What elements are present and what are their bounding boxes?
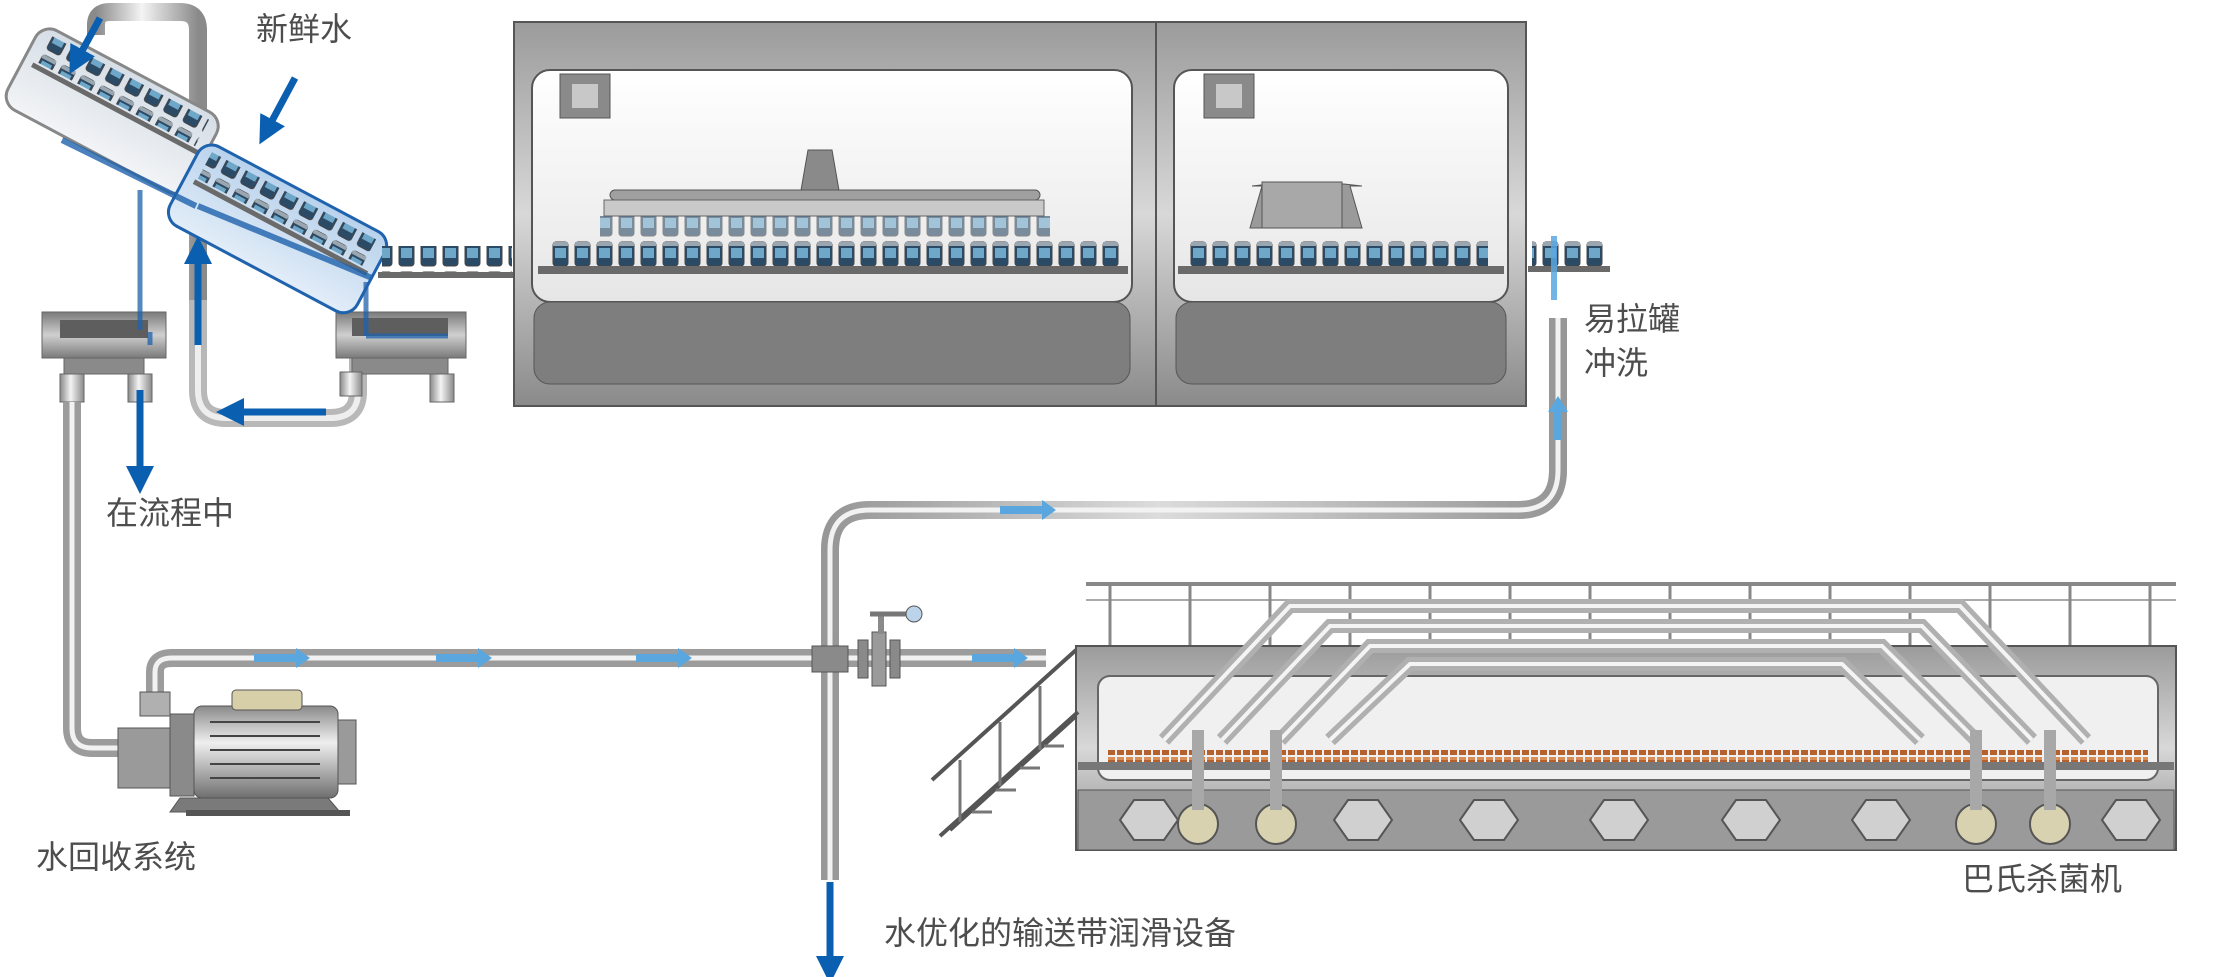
outgoing-cans xyxy=(1532,238,1606,268)
pipe-junction-valve xyxy=(811,605,923,687)
label-in-process: 在流程中 xyxy=(106,494,235,532)
water-recovery-pump xyxy=(117,689,357,816)
fresh-water-arrow-2 xyxy=(259,76,299,145)
water-recovery-pipe xyxy=(146,649,1046,692)
seamer-machine xyxy=(1155,21,1527,407)
label-can-rinse-line2: 冲洗 xyxy=(1584,344,1649,382)
label-conveyor-lubrication: 水优化的输送带润滑设备 xyxy=(884,914,1237,952)
recovery-downpipe xyxy=(63,402,120,757)
label-can-rinse-line1: 易拉罐 xyxy=(1584,300,1681,338)
can-conveyor-cans xyxy=(382,246,512,276)
right-collection-basin xyxy=(335,311,467,403)
pasteurizer-machine xyxy=(930,582,2177,851)
rinser-stage-2 xyxy=(166,143,389,315)
label-water-recovery-system: 水回收系统 xyxy=(36,838,197,876)
label-pasteurizer: 巴氏杀菌机 xyxy=(1962,860,2123,898)
recirculation-pipe xyxy=(189,300,367,427)
filler-machine xyxy=(513,21,1157,407)
label-fresh-water: 新鲜水 xyxy=(256,10,353,48)
fresh-water-arrow xyxy=(69,16,104,75)
flow-arrows-light xyxy=(254,396,1568,668)
left-collection-basin xyxy=(41,311,167,403)
conveyor-rail xyxy=(378,272,514,278)
